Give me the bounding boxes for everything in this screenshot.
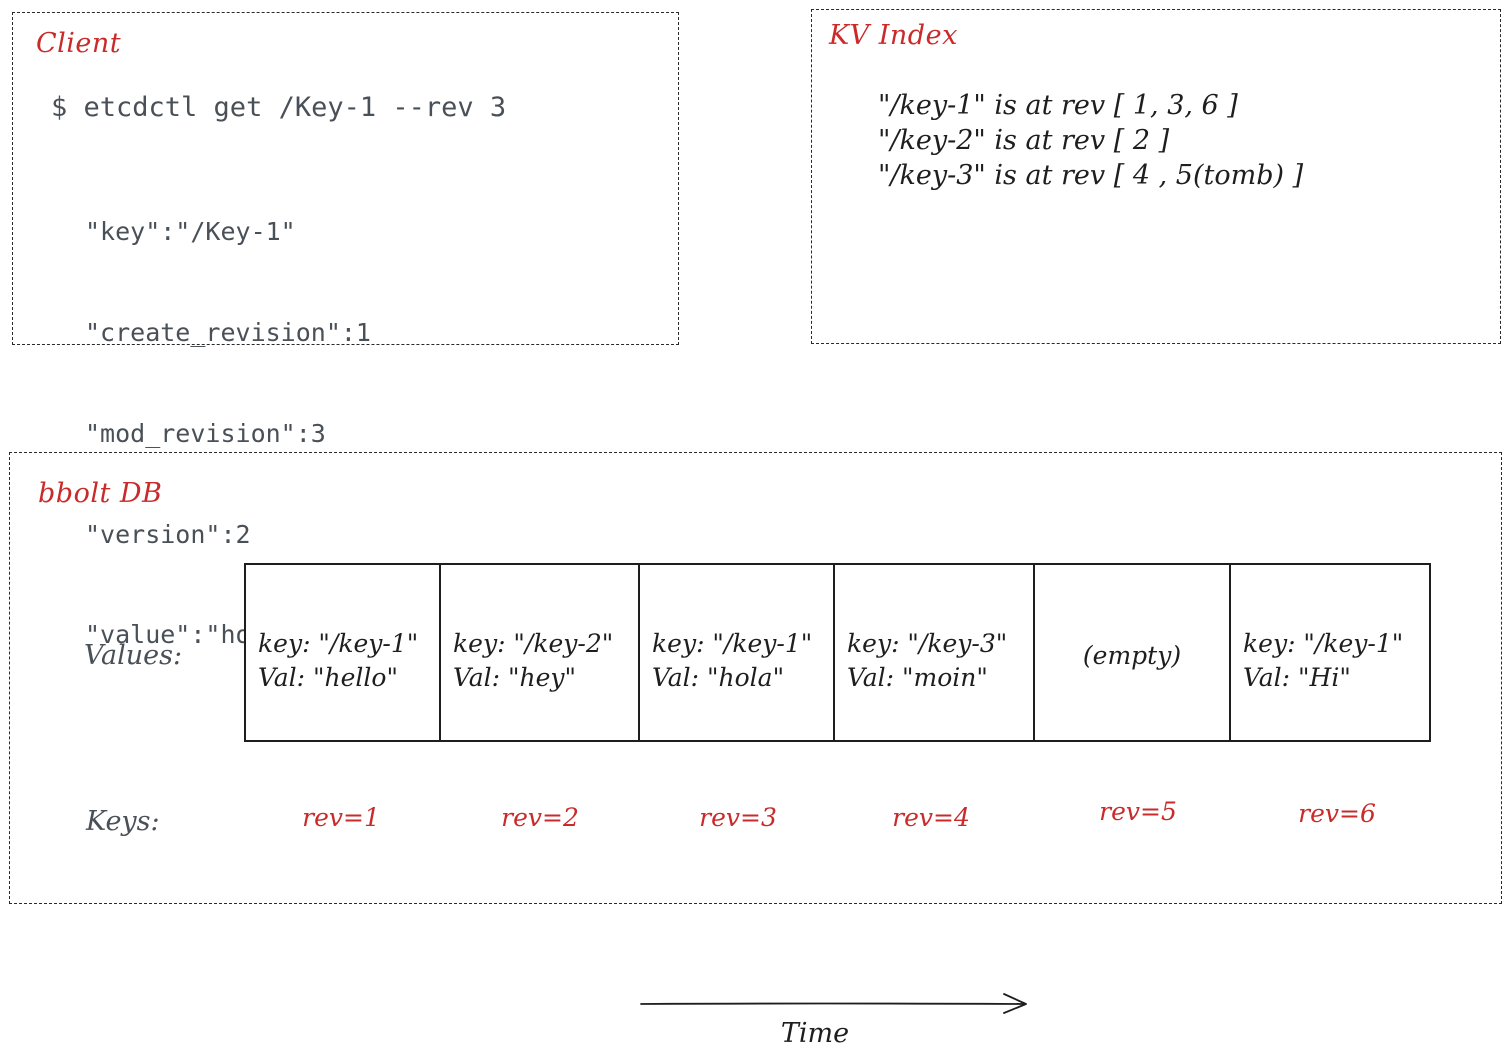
kv-index-lines: "/key-1" is at rev [ 1, 3, 6 ] "/key-2" … [878, 88, 1303, 193]
value-cell-rev-6: key: "/key-1" Val: "Hi" [1229, 563, 1431, 742]
kv-index-line-key-2: "/key-2" is at rev [ 2 ] [878, 125, 1170, 156]
rev-label-5: rev=5 [1099, 797, 1177, 826]
client-field-version: "version":2 [85, 519, 251, 549]
bbolt-db-title: bbolt DB [38, 478, 163, 509]
value-cell-text: key: "/key-1" Val: "hola" [652, 629, 813, 692]
client-command: $ etcdctl get /Key-1 --rev 3 [51, 92, 507, 123]
bbolt-db-frame [9, 452, 1502, 904]
rev-label-1: rev=1 [302, 803, 380, 832]
client-frame [12, 12, 679, 345]
value-cell-rev-1: key: "/key-1" Val: "hello" [244, 563, 441, 742]
value-cell-rev-5: (empty) [1033, 563, 1231, 742]
value-cell-text: key: "/key-1" Val: "Hi" [1243, 629, 1404, 692]
rev-label-2: rev=2 [501, 803, 579, 832]
time-label: Time [780, 1018, 850, 1049]
value-cell-rev-2: key: "/key-2" Val: "hey" [439, 563, 640, 742]
client-field-create-revision: "create_revision":1 [85, 317, 371, 347]
kv-index-line-key-3: "/key-3" is at rev [ 4 , 5(tomb) ] [878, 160, 1304, 191]
kv-index-line-key-1: "/key-1" is at rev [ 1, 3, 6 ] [878, 90, 1238, 121]
values-row-label: Values: [84, 640, 183, 671]
value-cell-text: key: "/key-1" Val: "hello" [258, 629, 419, 692]
value-cell-rev-4: key: "/key-3" Val: "moin" [833, 563, 1035, 742]
value-cell-text: key: "/key-2" Val: "hey" [453, 629, 614, 692]
value-cell-rev-3: key: "/key-1" Val: "hola" [638, 563, 835, 742]
client-field-key: "key":"/Key-1" [85, 217, 296, 247]
kv-index-title: KV Index [829, 20, 958, 51]
client-response-fields: "key":"/Key-1" "create_revision":1 "mod_… [85, 148, 371, 686]
rev-label-3: rev=3 [699, 803, 777, 832]
rev-label-4: rev=4 [892, 803, 970, 832]
client-title: Client [36, 28, 122, 59]
keys-row-label: Keys: [86, 806, 160, 837]
value-cell-text: key: "/key-3" Val: "moin" [847, 629, 1008, 692]
rev-label-6: rev=6 [1298, 799, 1376, 828]
kv-index-frame [811, 9, 1501, 344]
value-cell-empty-text: (empty) [1082, 641, 1182, 670]
time-arrow [640, 993, 1027, 1014]
client-field-mod-revision: "mod_revision":3 [85, 418, 326, 448]
